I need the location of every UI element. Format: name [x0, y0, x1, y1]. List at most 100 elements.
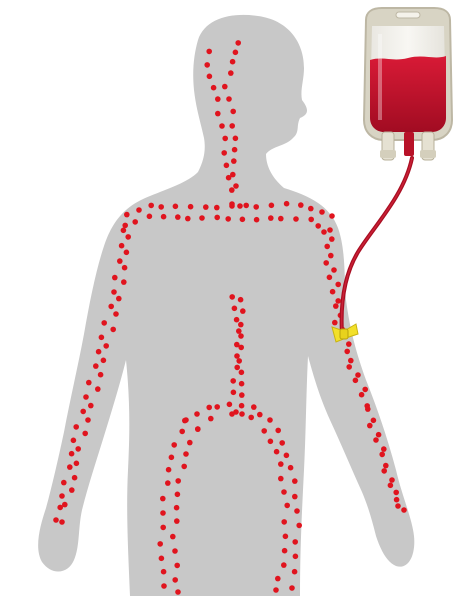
- vessel-dot: [248, 415, 254, 421]
- vessel-dot: [171, 442, 177, 448]
- vessel-dot: [124, 250, 130, 256]
- vessel-dot: [108, 304, 114, 310]
- vessel-dot: [395, 503, 401, 509]
- vessel-dot: [161, 214, 167, 220]
- vessel-dot: [231, 158, 237, 164]
- vessel-dot: [161, 583, 167, 589]
- vessel-dot: [172, 548, 178, 554]
- vessel-dot: [233, 136, 239, 142]
- vessel-dot: [215, 111, 221, 117]
- vessel-dot: [161, 569, 167, 575]
- vessel-dot: [331, 267, 337, 273]
- vessel-dot: [214, 404, 220, 410]
- vessel-dot: [122, 265, 128, 271]
- vessel-dot: [330, 289, 336, 295]
- vessel-dot: [233, 183, 239, 189]
- vessel-dot: [160, 496, 166, 502]
- vessel-dot: [279, 440, 285, 446]
- vessel-dot: [117, 258, 123, 264]
- vessel-dot: [183, 451, 189, 457]
- vessel-dot: [298, 202, 304, 208]
- vessel-dot: [174, 518, 180, 524]
- vessel-dot: [383, 463, 389, 469]
- blood-bag-icon: [364, 8, 452, 160]
- vessel-dot: [229, 187, 235, 193]
- vessel-dot: [346, 341, 352, 347]
- vessel-dot: [381, 468, 387, 474]
- vessel-dot: [174, 505, 180, 511]
- vessel-dot: [328, 253, 334, 259]
- vessel-dot: [194, 411, 200, 417]
- vessel-dot: [67, 464, 73, 470]
- vessel-dot: [82, 431, 88, 437]
- vessel-dot: [172, 577, 178, 583]
- vessel-dot: [367, 423, 373, 429]
- human-silhouette-icon: [38, 15, 414, 596]
- vessel-dot: [239, 392, 245, 398]
- vessel-dot: [113, 311, 119, 317]
- vessel-dot: [362, 387, 368, 393]
- vessel-dot: [72, 475, 78, 481]
- vessel-dot: [226, 96, 232, 102]
- vessel-dot: [394, 497, 400, 503]
- vessel-dot: [278, 476, 284, 482]
- vessel-dot: [253, 204, 259, 210]
- vessel-dot: [283, 534, 289, 540]
- vessel-dot: [275, 576, 281, 582]
- vessel-dot: [165, 480, 171, 486]
- vessel-dot: [148, 203, 154, 209]
- vessel-dot: [293, 216, 299, 222]
- vessel-dot: [229, 294, 235, 300]
- vessel-dot: [292, 569, 298, 575]
- vessel-dot: [293, 554, 299, 560]
- vessel-dot: [233, 50, 239, 56]
- vessel-dot: [169, 455, 175, 461]
- vessel-dot: [335, 282, 341, 288]
- vessel-dot: [175, 478, 181, 484]
- vessel-dot: [111, 289, 117, 295]
- vessel-dot: [236, 328, 242, 334]
- vessel-dot: [59, 493, 65, 499]
- vessel-dot: [116, 296, 122, 302]
- vessel-dot: [381, 446, 387, 452]
- vessel-dot: [170, 534, 176, 540]
- vessel-dot: [207, 74, 213, 80]
- vessel-dot: [238, 322, 244, 328]
- vessel-dot: [211, 85, 217, 91]
- vessel-dot: [62, 502, 68, 508]
- vessel-dot: [239, 370, 245, 376]
- vessel-dot: [240, 217, 246, 223]
- vessel-dot: [284, 503, 290, 509]
- vessel-dot: [238, 345, 244, 351]
- vessel-dot: [99, 335, 105, 341]
- vessel-dot: [181, 464, 187, 470]
- vessel-dot: [119, 243, 125, 249]
- vessel-dot: [355, 372, 361, 378]
- iv-tube: [342, 158, 412, 334]
- vessel-dot: [157, 541, 163, 547]
- vessel-dot: [268, 439, 274, 445]
- vessel-dot: [175, 492, 181, 498]
- vessel-dot: [278, 461, 284, 467]
- vessel-dot: [308, 206, 314, 212]
- vessel-dot: [273, 587, 279, 593]
- vessel-dot: [95, 386, 101, 392]
- vessel-dot: [75, 446, 81, 452]
- vessel-dot: [332, 320, 338, 326]
- vessel-dot: [232, 306, 238, 312]
- vessel-dot: [121, 228, 127, 234]
- vessel-dot: [208, 416, 214, 422]
- vessel-dot: [251, 404, 257, 410]
- vessel-dot: [160, 525, 166, 531]
- vessel-dot: [173, 204, 179, 210]
- vessel-dot: [327, 227, 333, 233]
- vessel-dot: [229, 203, 235, 209]
- vessel-dot: [121, 279, 127, 285]
- vessel-dot: [288, 465, 294, 471]
- vessel-dot: [160, 510, 166, 516]
- vessel-dot: [219, 123, 225, 129]
- vessel-dot: [284, 201, 290, 207]
- vessel-dot: [359, 392, 365, 398]
- vessel-dot: [206, 405, 212, 411]
